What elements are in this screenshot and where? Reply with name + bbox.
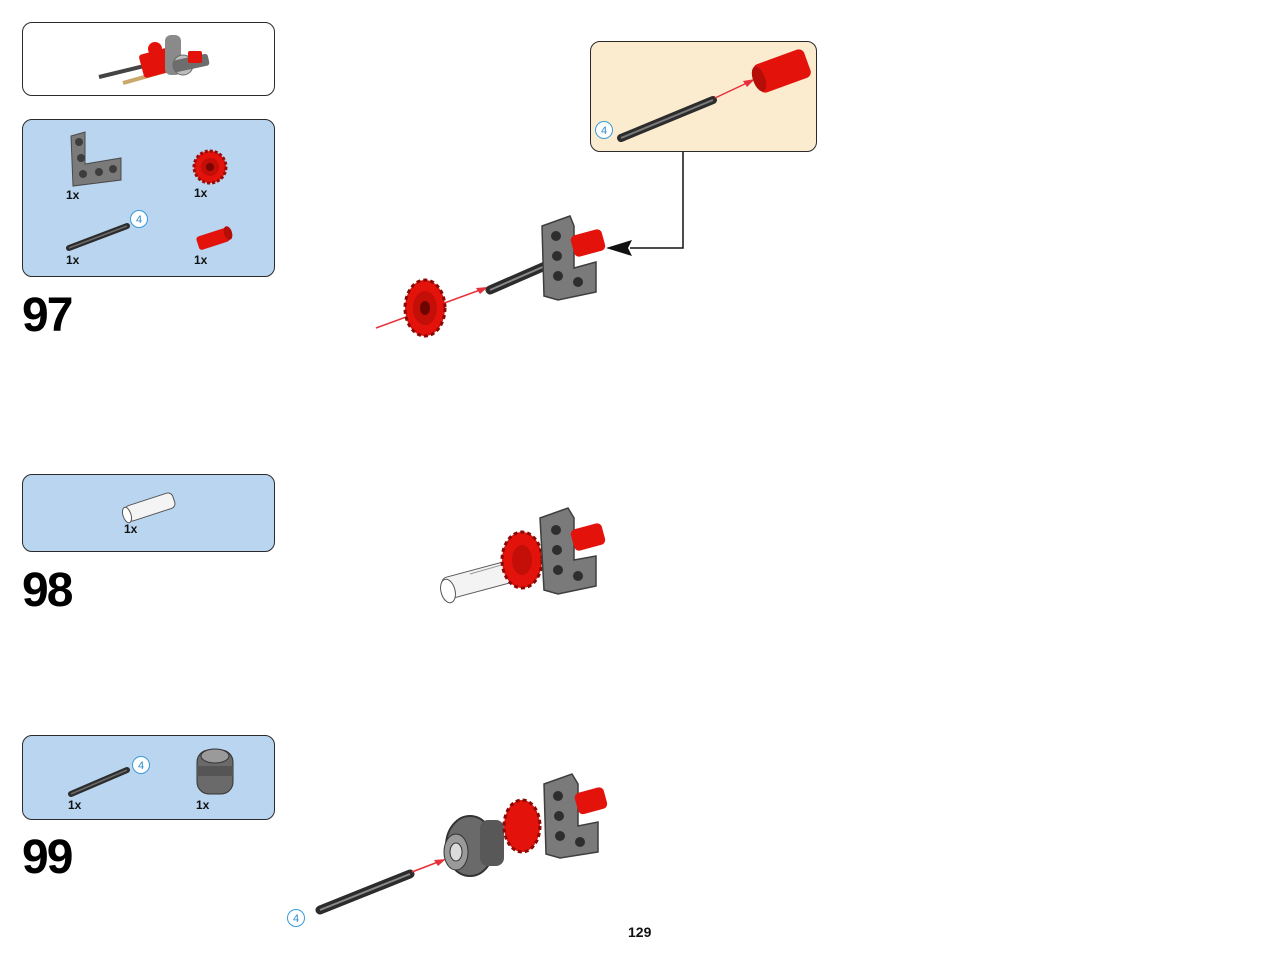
gray-l-beam-icon	[70, 131, 122, 187]
step-number: 98	[22, 564, 73, 617]
red-gear-icon	[403, 278, 447, 338]
part-qty: 1x	[124, 522, 138, 536]
step-97-assembly	[375, 215, 606, 338]
step-98-parts-box: 1x	[22, 474, 275, 552]
part-qty: 1x	[194, 253, 208, 267]
axle-length-badge: 4	[287, 909, 305, 927]
step-99-assembly	[315, 773, 608, 915]
part-qty: 1x	[194, 186, 208, 200]
step-97-parts-box: 1x 1x 4 1x 1x	[22, 119, 275, 277]
subassembly-preview-icon	[98, 35, 210, 85]
black-axle-icon	[66, 223, 130, 251]
axle-length-badge: 4	[132, 756, 150, 774]
page-number: 129	[628, 924, 652, 940]
step-99-parts-icons	[68, 748, 234, 797]
step-99-parts-box: 4 1x 1x	[22, 735, 275, 820]
callout-length-badge: 4	[595, 121, 613, 139]
step-97-callout: 4	[590, 41, 817, 152]
red-bush-icon	[196, 226, 233, 250]
callout-connector-arrow	[606, 152, 684, 256]
callout-assembly-icon	[617, 49, 811, 142]
part-qty: 1x	[66, 253, 80, 267]
step-number: 99	[22, 831, 73, 884]
part-qty: 1x	[68, 798, 82, 812]
step-98-assembly	[440, 507, 606, 604]
part-qty: 1x	[196, 798, 210, 812]
red-gear-icon	[192, 149, 228, 185]
step-97-parts-icons	[66, 131, 233, 251]
step-number: 97	[22, 289, 73, 342]
black-axle-icon	[68, 767, 130, 797]
axle-length-badge: 4	[130, 210, 148, 228]
subassembly-preview-box	[22, 22, 275, 96]
gray-hub-icon	[196, 748, 234, 795]
white-axle-connector-icon	[121, 492, 176, 524]
part-qty: 1x	[66, 188, 80, 202]
